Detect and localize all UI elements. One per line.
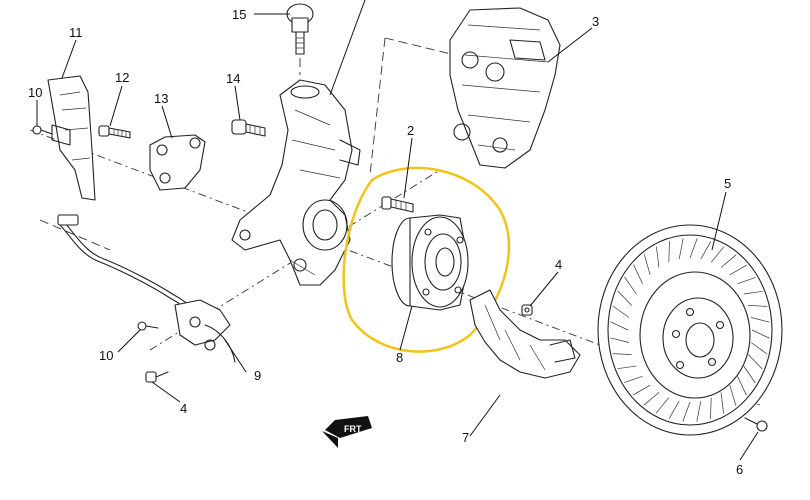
- rotor-slot: [700, 241, 712, 260]
- rotor-slot: [750, 342, 768, 355]
- rotor-slot: [668, 400, 680, 419]
- rotor-slot: [612, 305, 630, 318]
- rotor-slot: [737, 376, 747, 396]
- rotor-slot: [678, 238, 684, 260]
- callout-3: 3: [592, 14, 599, 29]
- wheel-hub-bearing-part-8: [391, 214, 469, 311]
- bolt-part-14: [231, 119, 266, 137]
- steering-knuckle-part-1: [231, 79, 361, 286]
- callout-15: 15: [232, 7, 246, 22]
- rotor-slot: [656, 246, 660, 268]
- callout-4-lower: 4: [180, 401, 187, 416]
- rotor-slot: [655, 397, 670, 414]
- callout-labels: 15 11 12 13 14 10 2 3 4 5 6 7 8 9 10 4: [28, 7, 743, 477]
- bolt-part-10-lower: [137, 321, 159, 331]
- callout-2: 2: [407, 123, 414, 138]
- bolt-part-4-right: [521, 304, 533, 316]
- rotor-slot: [643, 254, 651, 275]
- highlight-circle: [342, 166, 511, 353]
- rotor-slot: [710, 246, 725, 263]
- rotor-slot: [689, 238, 698, 259]
- brake-caliper-part-3: [449, 7, 561, 169]
- callout-14: 14: [226, 71, 240, 86]
- splash-shield-part-11: [47, 75, 96, 201]
- brake-rotor-part-5: [597, 224, 783, 436]
- forward-indicator: FRT: [322, 416, 372, 448]
- rotor-slot: [737, 277, 756, 285]
- rotor-slot: [710, 397, 712, 419]
- rotor-slot: [748, 354, 763, 370]
- rotor-slot: [729, 385, 737, 406]
- rotor-slot: [624, 276, 637, 295]
- leader-lines: [36, 0, 759, 461]
- callout-11: 11: [69, 25, 83, 40]
- rotor-slot: [643, 392, 660, 406]
- rotor-slot: [751, 317, 770, 323]
- rotor-slot: [720, 392, 724, 414]
- rotor-slot: [610, 337, 629, 343]
- bolt-part-12: [98, 125, 131, 139]
- rotor-slot: [743, 290, 763, 295]
- bracket-part-13: [149, 134, 206, 191]
- rotor-slot: [743, 365, 756, 384]
- bolt-part-4-lower: [145, 371, 169, 383]
- hub-bolt-part-2: [381, 196, 414, 213]
- callout-12: 12: [115, 70, 129, 85]
- rotor-slot: [612, 353, 632, 355]
- callout-7: 7: [462, 430, 469, 445]
- rotor-slot: [633, 264, 643, 284]
- rotor-slot: [610, 321, 629, 331]
- rotor-slot: [617, 365, 637, 370]
- callout-5: 5: [724, 176, 731, 191]
- dust-shield-part-7: [469, 289, 581, 379]
- callout-9: 9: [254, 368, 261, 383]
- callout-4-right: 4: [555, 257, 562, 272]
- rotor-slot: [617, 290, 632, 306]
- rotor-slot: [682, 401, 691, 422]
- bolt-part-10-upper: [32, 125, 53, 135]
- callout-10-lower: 10: [99, 348, 113, 363]
- rotor-slot: [748, 305, 768, 307]
- rotor-slot: [668, 241, 670, 263]
- rotor-slot: [633, 384, 651, 396]
- rotor-slot: [624, 375, 643, 383]
- rotor-slot: [751, 329, 770, 339]
- callout-13: 13: [154, 91, 168, 106]
- rotor-slot: [696, 400, 702, 422]
- forward-label: FRT: [344, 424, 362, 434]
- callout-10-upper: 10: [28, 85, 42, 100]
- ball-joint-part-15: [286, 3, 314, 55]
- wheel-speed-sensor-part-9: [57, 214, 236, 363]
- bolt-part-6: [744, 417, 768, 432]
- callout-8: 8: [396, 350, 403, 365]
- callout-6: 6: [736, 462, 743, 477]
- rotor-slot: [720, 254, 737, 268]
- rotor-slot: [729, 264, 747, 276]
